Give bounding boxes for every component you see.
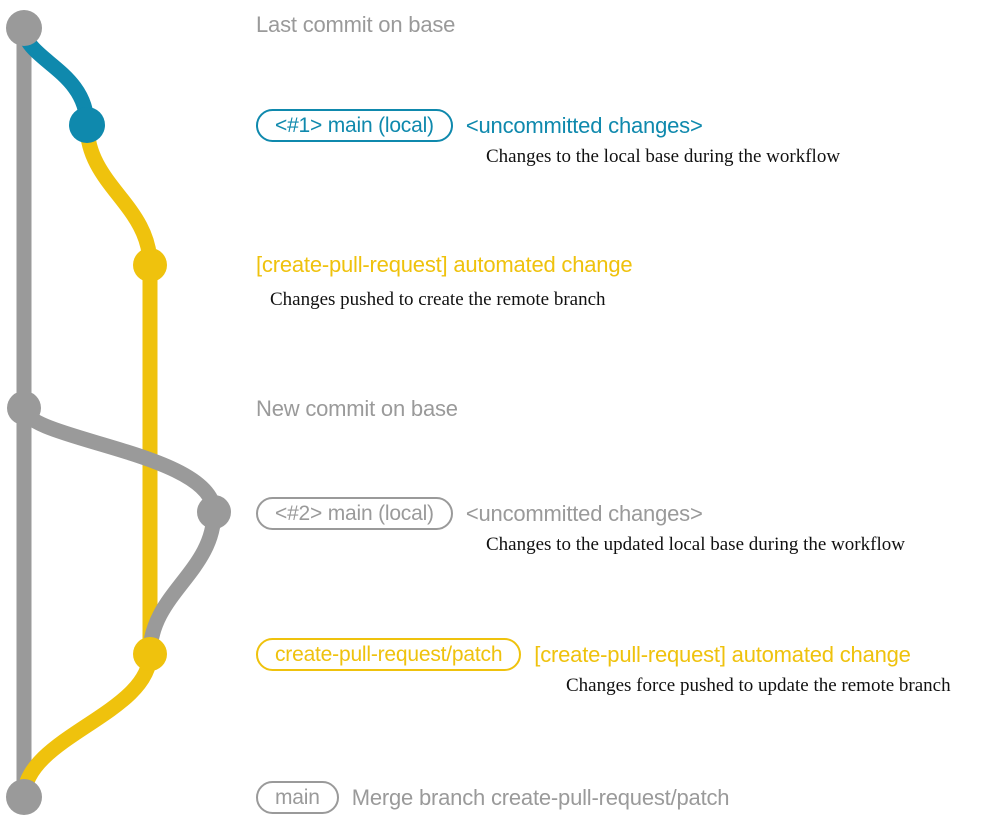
commit-subject: <uncommitted changes> xyxy=(465,500,703,526)
commit-note: Changes pushed to create the remote bran… xyxy=(270,289,606,310)
row-last-commit: Last commit on base xyxy=(256,12,455,38)
node-local-2[interactable] xyxy=(197,495,231,529)
row-local-2: <#2> main (local) <uncommitted changes> xyxy=(256,497,703,530)
commit-subject: [create-pull-request] automated change xyxy=(534,641,911,667)
edge-local2-to-patch2 xyxy=(142,504,222,662)
node-automated-change-1[interactable] xyxy=(133,248,167,282)
row-automated-2: create-pull-request/patch [create-pull-re… xyxy=(256,638,911,671)
row-local-1: <#1> main (local) <uncommitted changes> xyxy=(256,109,703,142)
ref-badge[interactable]: main xyxy=(256,781,339,814)
row-automated-1: [create-pull-request] automated change xyxy=(256,252,633,278)
commit-note: Changes force pushed to update the remot… xyxy=(566,675,951,696)
node-last-commit-on-base[interactable] xyxy=(6,10,42,46)
commit-subject: New commit on base xyxy=(256,396,458,421)
row-merge: main Merge branch create-pull-request/pat… xyxy=(256,781,730,814)
ref-badge[interactable]: <#1> main (local) xyxy=(256,109,453,142)
node-new-commit-on-base[interactable] xyxy=(7,391,41,425)
commit-subject: <uncommitted changes> xyxy=(465,112,703,138)
ref-badge[interactable]: <#2> main (local) xyxy=(256,497,453,530)
edge-patch2-to-merge xyxy=(16,646,158,805)
node-merge-commit[interactable] xyxy=(6,779,42,815)
commit-note: Changes to the local base during the wor… xyxy=(486,146,841,167)
ref-badge[interactable]: create-pull-request/patch xyxy=(256,638,522,671)
node-automated-change-2[interactable] xyxy=(133,637,167,671)
commit-subject: Last commit on base xyxy=(256,12,456,37)
commit-nodes xyxy=(6,10,231,815)
row-new-commit: New commit on base xyxy=(256,396,458,422)
commit-note: Changes to the updated local base during… xyxy=(486,534,905,555)
commit-subject: Merge branch create-pull-request/patch xyxy=(351,784,730,810)
commit-subject: [create-pull-request] automated change xyxy=(256,252,633,277)
edge-local1-to-patch1 xyxy=(79,117,158,273)
node-local-1[interactable] xyxy=(69,107,105,143)
